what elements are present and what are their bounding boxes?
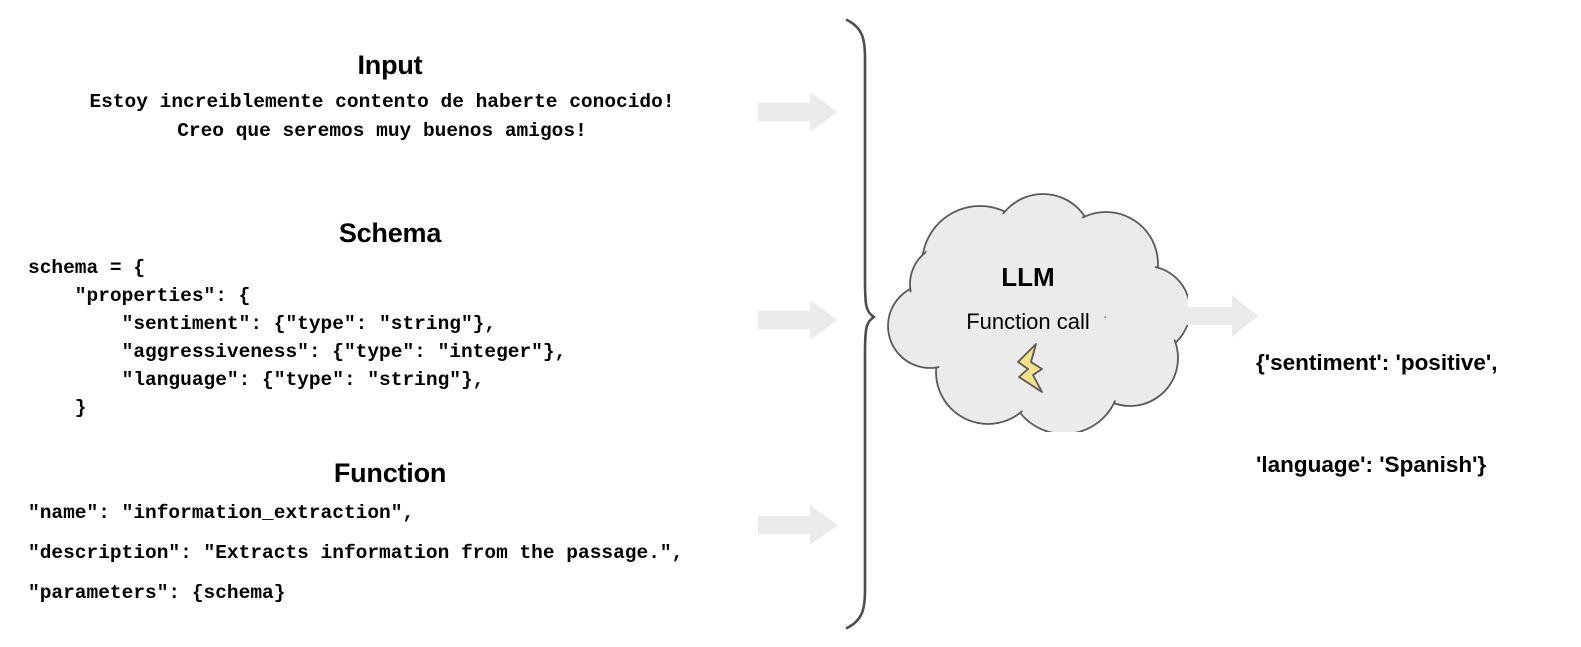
- schema-line-6: }: [28, 397, 87, 419]
- function-line-3: "parameters": {schema}: [28, 582, 286, 604]
- llm-subtitle: Function call: [966, 309, 1090, 334]
- schema-line-4: "aggressiveness": {"type": "integer"},: [28, 341, 567, 363]
- output-result: {'sentiment': 'positive', 'language': 'S…: [1256, 278, 1576, 550]
- lightning-bolt-icon: [1012, 342, 1060, 394]
- output-line-1: {'sentiment': 'positive',: [1256, 350, 1498, 375]
- schema-line-2: "properties": {: [28, 285, 251, 307]
- llm-title: LLM: [1001, 262, 1055, 292]
- function-line-1: "name": "information_extraction",: [28, 502, 415, 524]
- grouping-brace: [820, 18, 880, 635]
- llm-cloud: [868, 192, 1191, 437]
- arrow-llm-to-output: [1186, 295, 1258, 337]
- input-line-1: Estoy increiblemente contento de haberte…: [89, 91, 675, 113]
- schema-line-5: "language": {"type": "string"},: [28, 369, 485, 391]
- arrow-function-to-llm: [758, 505, 838, 545]
- arrow-schema-to-llm: [758, 300, 838, 340]
- input-line-2: Creo que seremos muy buenos amigos!: [177, 120, 587, 142]
- output-line-2: 'language': 'Spanish'}: [1256, 452, 1487, 477]
- arrow-input-to-llm: [758, 92, 838, 132]
- schema-section-heading: Schema: [338, 218, 442, 248]
- function-line-2: "description": "Extracts information fro…: [28, 542, 684, 564]
- input-section-heading: Input: [357, 50, 423, 80]
- schema-line-3: "sentiment": {"type": "string"},: [28, 313, 497, 335]
- schema-line-1: schema = {: [28, 257, 146, 279]
- function-section-heading: Function: [333, 458, 447, 488]
